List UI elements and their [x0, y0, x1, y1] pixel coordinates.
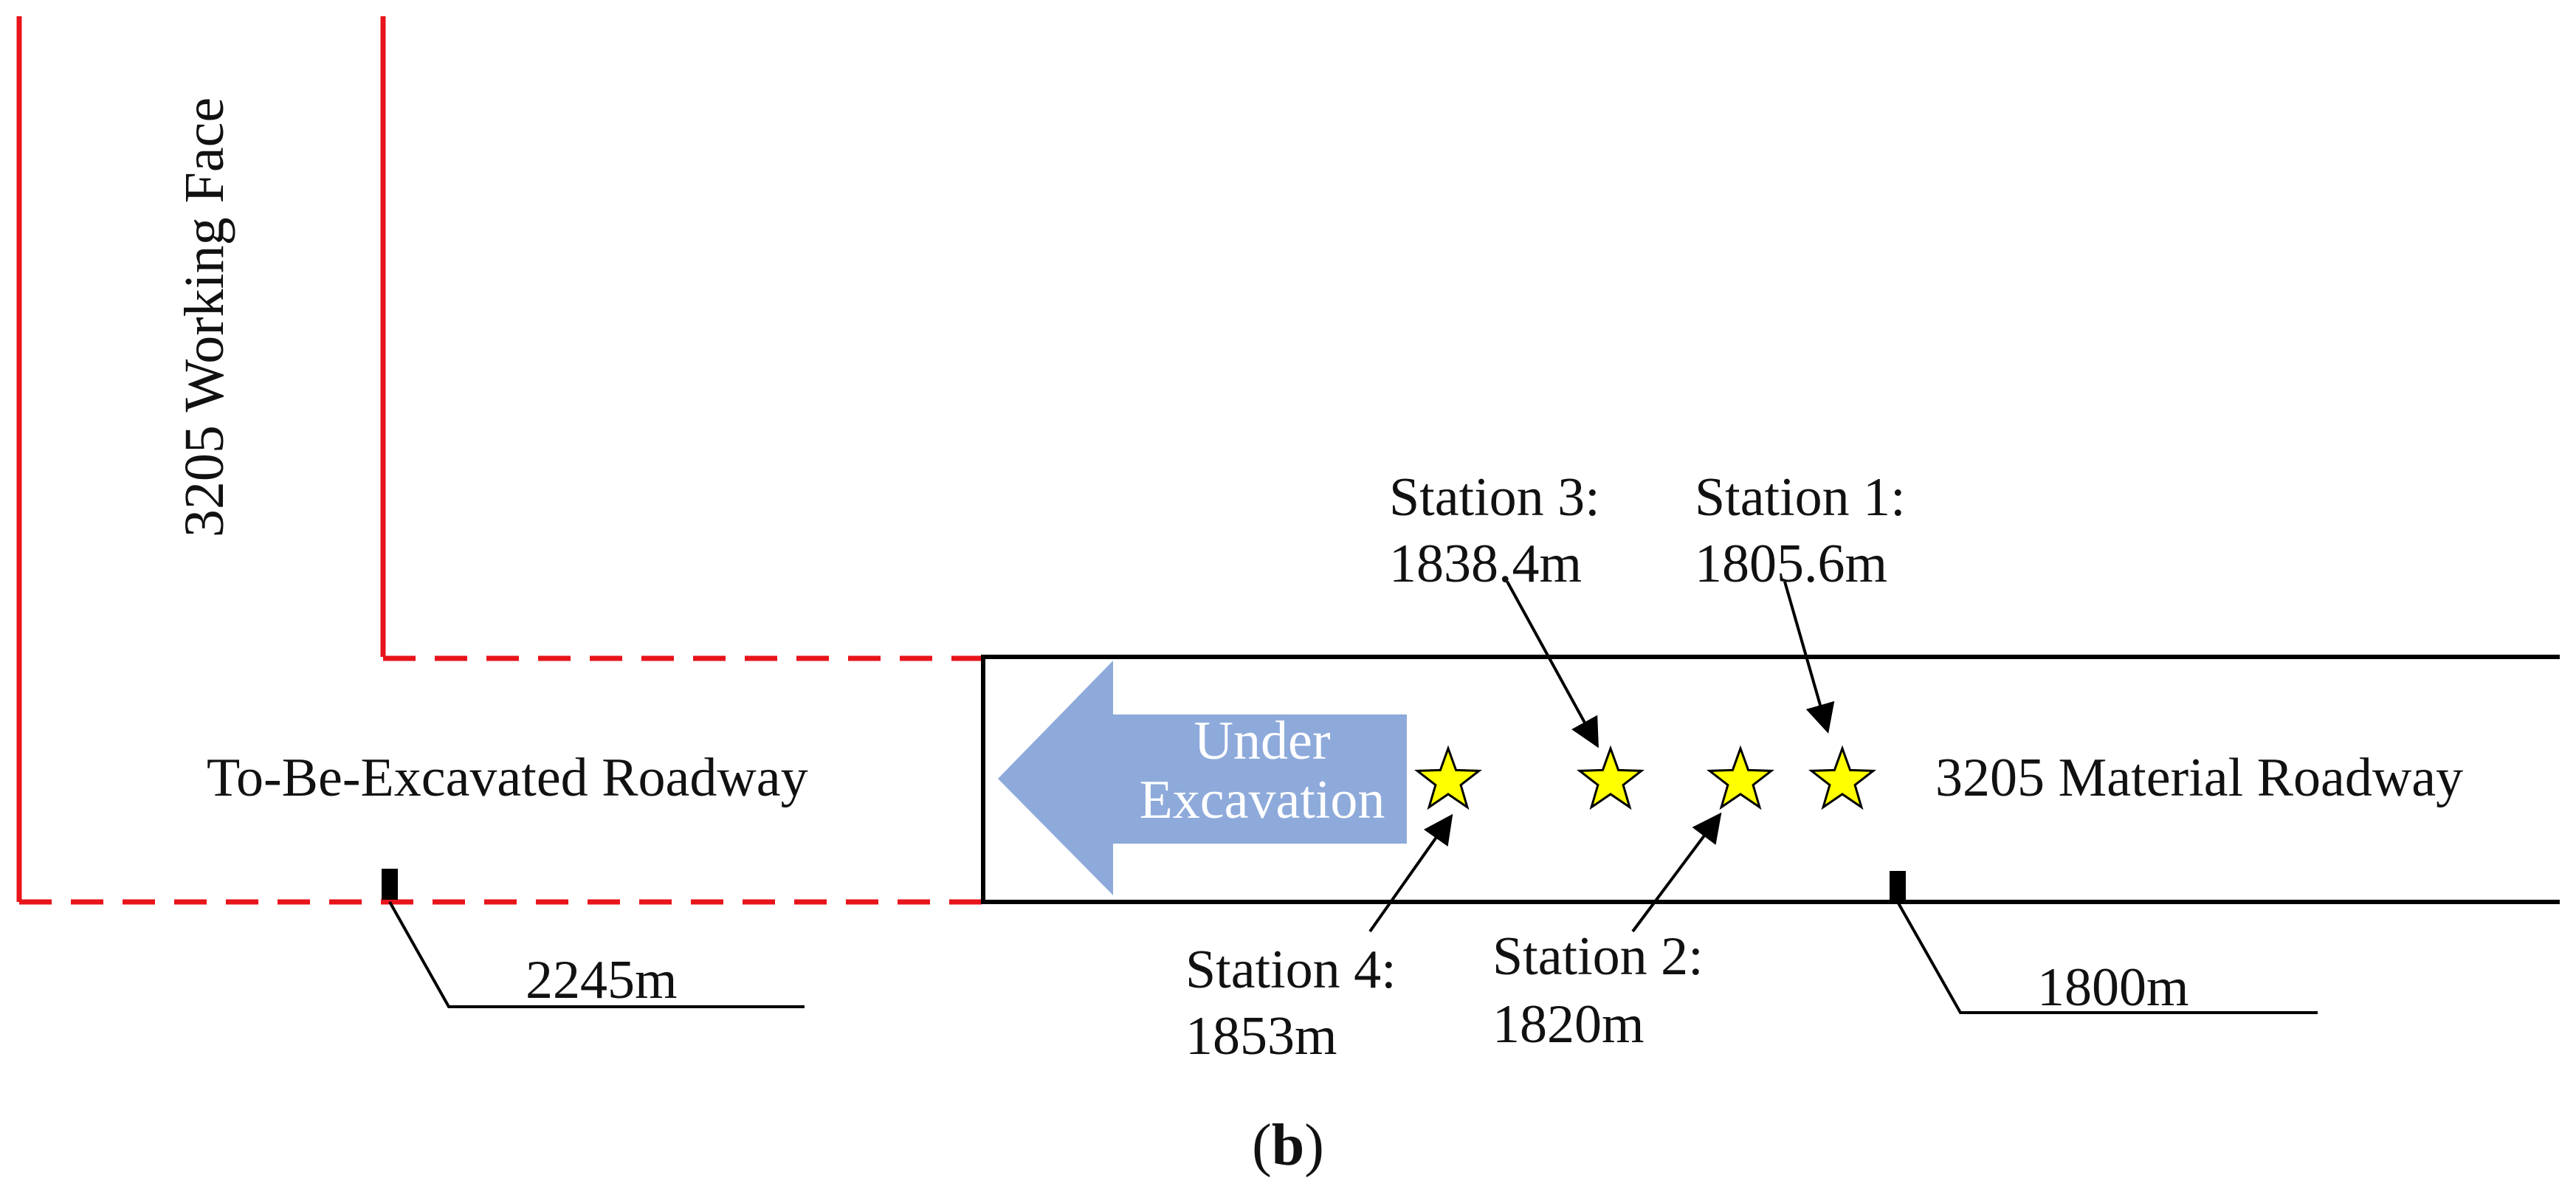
under-label: Under [1194, 711, 1331, 771]
marker-left-label: 2245m [526, 950, 678, 1010]
station-1-name: Station 1: [1695, 467, 1906, 528]
caption-close-paren: ) [1304, 1113, 1324, 1178]
station-stars [1413, 745, 1877, 810]
station-2-star [1706, 745, 1775, 810]
station-4-star [1413, 745, 1483, 810]
station-3-leader [1506, 581, 1599, 748]
figure-caption: (b) [1252, 1113, 1324, 1178]
station-1-star [1808, 745, 1877, 810]
station-2-name: Station 2: [1492, 926, 1704, 987]
station-3-distance: 1838.4m [1389, 534, 1582, 594]
station-2-distance: 1820m [1492, 994, 1645, 1055]
caption-letter: b [1272, 1113, 1305, 1178]
excavation-label: Excavation [1140, 770, 1385, 830]
marker-right-leader [1896, 901, 2318, 1014]
excavation-direction-arrow [998, 661, 1407, 895]
marker-right-block [1890, 871, 1906, 900]
station-1-distance: 1805.6m [1695, 534, 1887, 594]
station-1-leader [1783, 581, 1835, 734]
material-roadway-label: 3205 Material Roadway [1935, 748, 2463, 808]
marker-left-leader [388, 901, 805, 1008]
station-4-leader [1368, 813, 1453, 933]
working-face-label: 3205 Working Face [173, 97, 235, 537]
caption-open-paren: ( [1252, 1113, 1272, 1178]
station-4-distance: 1853m [1185, 1006, 1337, 1067]
marker-left-block [382, 869, 398, 900]
marker-right-label: 1800m [2037, 957, 2189, 1018]
station-4-name: Station 4: [1185, 940, 1397, 1000]
station-3-star [1576, 745, 1645, 810]
station-3-name: Station 3: [1389, 467, 1600, 528]
to-be-excavated-label: To-Be-Excavated Roadway [207, 748, 808, 808]
station-2-leader [1631, 812, 1722, 933]
